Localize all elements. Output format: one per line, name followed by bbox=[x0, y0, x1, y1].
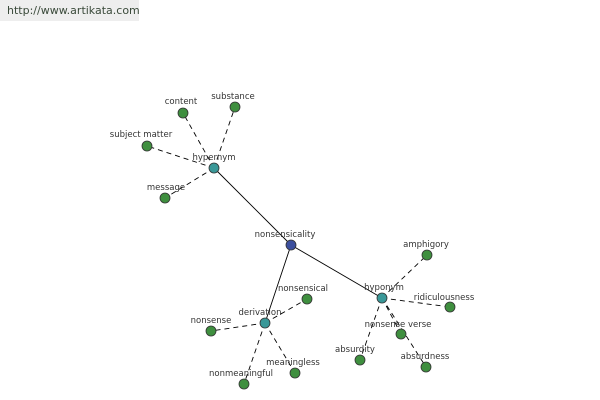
node-label-nonsensicality: nonsensicality bbox=[255, 230, 316, 240]
source-url-link[interactable]: http://www.artikata.com bbox=[0, 0, 140, 21]
edge-hypernym-subject-matter bbox=[146, 145, 215, 169]
edge-nonsensicality-hypernym bbox=[213, 167, 292, 246]
node-nonsensical[interactable]: nonsensical bbox=[278, 284, 328, 305]
edges-layer bbox=[146, 106, 451, 385]
node-message[interactable]: message bbox=[147, 183, 185, 204]
node-substance[interactable]: substance bbox=[211, 92, 255, 113]
edge-derivation-nonsense bbox=[210, 322, 266, 332]
node-hyponym[interactable]: hyponym bbox=[364, 283, 404, 304]
node-marker-nonsensicality[interactable] bbox=[285, 239, 297, 251]
node-meaningless[interactable]: meaningless bbox=[266, 358, 320, 379]
node-marker-hyponym[interactable] bbox=[376, 292, 388, 304]
node-label-meaningless: meaningless bbox=[266, 358, 320, 368]
node-marker-absurdity[interactable] bbox=[354, 354, 366, 366]
node-marker-meaningless[interactable] bbox=[289, 367, 301, 379]
edge-derivation-meaningless bbox=[264, 322, 296, 374]
node-content[interactable]: content bbox=[165, 97, 198, 119]
node-marker-amphigory[interactable] bbox=[421, 249, 433, 261]
node-marker-ridiculousness[interactable] bbox=[444, 301, 456, 313]
node-marker-nonsensical[interactable] bbox=[301, 293, 313, 305]
node-absurdity[interactable]: absurdity bbox=[335, 345, 375, 366]
node-label-nonsense: nonsense bbox=[191, 316, 232, 326]
node-label-absurdness: absurdness bbox=[401, 352, 450, 362]
node-label-amphigory: amphigory bbox=[403, 240, 449, 250]
node-subject-matter[interactable]: subject matter bbox=[110, 130, 173, 152]
node-nonsense[interactable]: nonsense bbox=[191, 316, 232, 337]
node-marker-nonsense-verse[interactable] bbox=[395, 328, 407, 340]
node-label-derivation: derivation bbox=[238, 308, 281, 318]
node-label-nonsensical: nonsensical bbox=[278, 284, 328, 294]
node-label-hypernym: hypernym bbox=[192, 153, 235, 163]
node-absurdness[interactable]: absurdness bbox=[401, 352, 450, 373]
node-nonsense-verse[interactable]: nonsense verse bbox=[365, 320, 432, 340]
node-label-nonsense-verse: nonsense verse bbox=[365, 320, 432, 330]
node-marker-content[interactable] bbox=[177, 107, 189, 119]
node-marker-subject-matter[interactable] bbox=[141, 140, 153, 152]
node-label-nonmeaningful: nonmeaningful bbox=[209, 369, 273, 379]
edge-hyponym-nonsense-verse bbox=[381, 297, 402, 335]
edge-hypernym-message bbox=[164, 167, 215, 199]
node-label-hyponym: hyponym bbox=[364, 283, 404, 293]
edge-hyponym-ridiculousness bbox=[381, 297, 451, 308]
node-label-absurdity: absurdity bbox=[335, 345, 375, 355]
node-ridiculousness[interactable]: ridiculousness bbox=[414, 293, 475, 313]
node-nonsensicality[interactable]: nonsensicality bbox=[255, 230, 316, 251]
node-label-substance: substance bbox=[211, 92, 254, 102]
node-marker-absurdness[interactable] bbox=[420, 361, 432, 373]
edge-nonsensicality-derivation bbox=[264, 244, 292, 324]
node-label-subject-matter: subject matter bbox=[110, 130, 173, 140]
edge-hyponym-absurdity bbox=[359, 297, 383, 361]
node-label-message: message bbox=[147, 183, 185, 193]
node-marker-substance[interactable] bbox=[229, 101, 241, 113]
edge-hypernym-content bbox=[182, 112, 215, 169]
node-marker-message[interactable] bbox=[159, 192, 171, 204]
edge-derivation-nonmeaningful bbox=[243, 322, 266, 385]
edge-hypernym-substance bbox=[213, 106, 236, 169]
edge-nonsensicality-hyponym bbox=[290, 244, 383, 299]
edge-derivation-nonsensical bbox=[264, 298, 308, 324]
node-hypernym[interactable]: hypernym bbox=[192, 153, 236, 174]
node-label-content: content bbox=[165, 97, 198, 107]
node-marker-nonmeaningful[interactable] bbox=[238, 378, 250, 390]
node-nonmeaningful[interactable]: nonmeaningful bbox=[209, 369, 273, 390]
node-label-ridiculousness: ridiculousness bbox=[414, 293, 475, 303]
node-derivation[interactable]: derivation bbox=[238, 308, 282, 329]
node-amphigory[interactable]: amphigory bbox=[403, 240, 449, 261]
node-marker-derivation[interactable] bbox=[259, 317, 271, 329]
node-marker-nonsense[interactable] bbox=[205, 325, 217, 337]
nodes-layer: nonsensicality hypernym derivation hyponym c… bbox=[110, 92, 475, 390]
node-marker-hypernym[interactable] bbox=[208, 162, 220, 174]
edge-hyponym-amphigory bbox=[381, 254, 428, 299]
